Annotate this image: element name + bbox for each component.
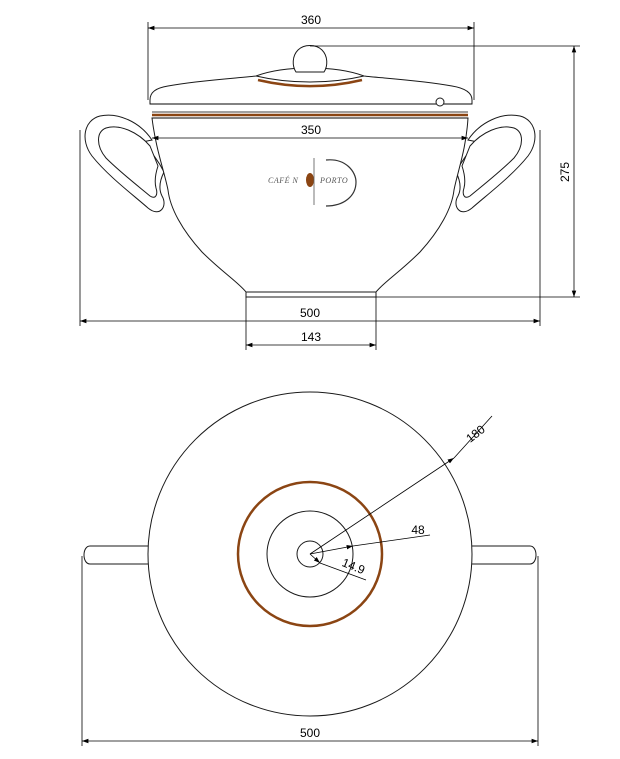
dim-inner-radius-label: 48 [411, 523, 425, 537]
dim-height: 275 [310, 45, 580, 298]
dim-top-overall-width-label: 500 [300, 726, 320, 740]
logo-swirl-icon [325, 159, 357, 207]
dim-top-overall-width: 500 [81, 556, 539, 746]
lid-knob [292, 45, 328, 73]
dim-lid-width: 360 [147, 13, 475, 100]
dim-side-overall-width: 500 [79, 130, 541, 326]
coffee-bean-icon [306, 173, 314, 187]
dim-outer-radius-label: 180 [463, 422, 488, 446]
dim-rim-width-label: 350 [301, 123, 321, 137]
dim-rim-width: 350 [152, 123, 468, 141]
middle-circle [266, 510, 354, 598]
logo-text-left: CAFÉ N [268, 175, 298, 185]
tureen-foot [245, 291, 377, 298]
logo: CAFÉ N PORTO [268, 158, 357, 207]
dim-height-label: 275 [558, 162, 572, 182]
ladle-notch [435, 97, 445, 107]
left-handle-inner [98, 126, 159, 198]
dim-inner-radius: 48 [309, 523, 431, 555]
dim-side-overall-width-label: 500 [300, 306, 320, 320]
dim-base-width-label: 143 [301, 330, 321, 344]
knob-circle [296, 540, 324, 568]
side-view: CAFÉ N PORTO 360 350 275 [79, 13, 580, 350]
dim-base-width: 143 [245, 297, 377, 350]
top-right-handle [469, 545, 537, 565]
logo-text-right: PORTO [319, 176, 348, 185]
top-left-handle [83, 545, 151, 565]
tureen-bowl [151, 117, 469, 293]
lid-inner-curve [255, 75, 365, 83]
lid-accent-curve [257, 78, 363, 88]
accent-ring [236, 480, 384, 628]
right-handle-inner [461, 126, 522, 198]
top-view: 180 48 14.9 500 [81, 391, 539, 746]
dim-lid-width-label: 360 [301, 13, 321, 27]
